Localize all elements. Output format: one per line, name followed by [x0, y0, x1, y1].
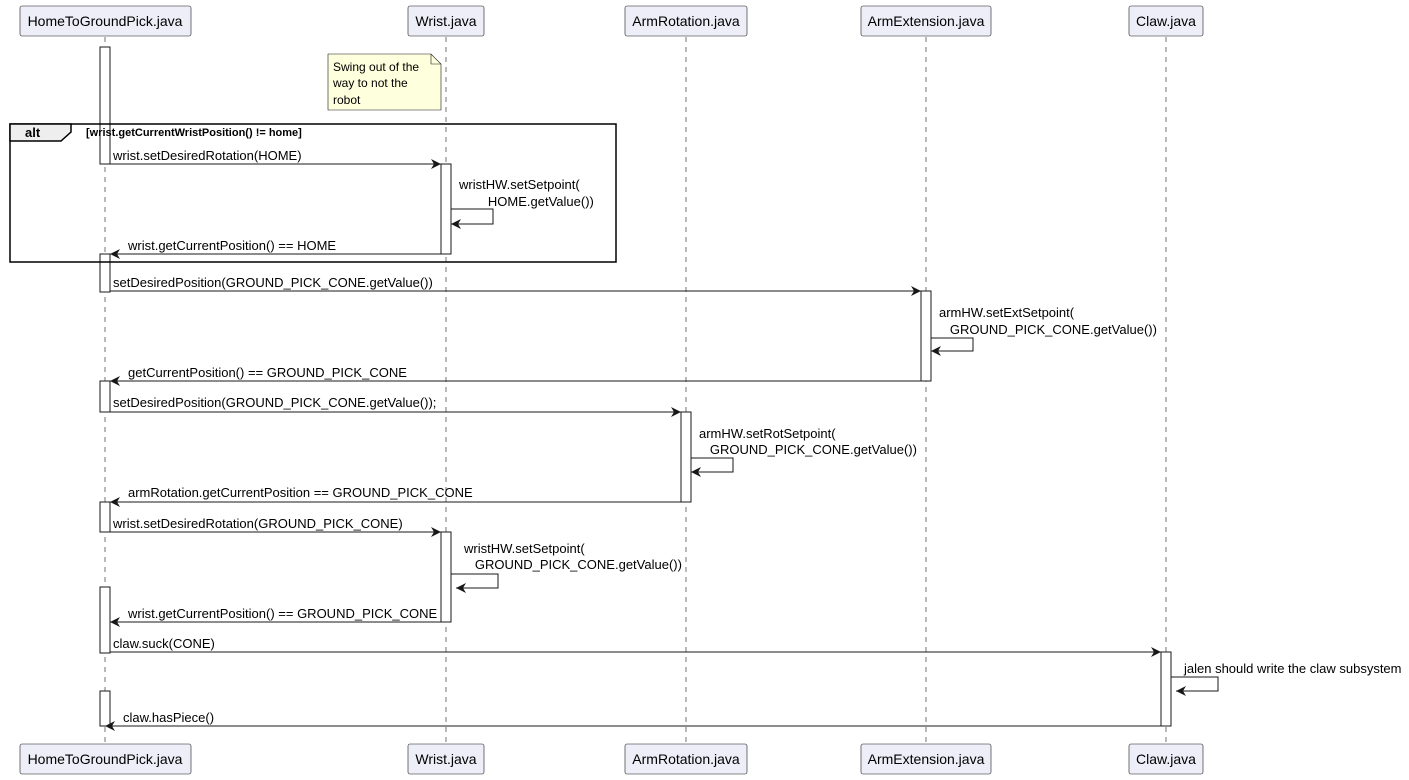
message-label: wrist.setDesiredRotation(GROUND_PICK_CON…: [112, 516, 403, 531]
message-label: getCurrentPosition() == GROUND_PICK_CONE: [128, 365, 407, 380]
message-label: wrist.getCurrentPosition() == HOME: [127, 238, 336, 253]
message-label: wrist.getCurrentPosition() == GROUND_PIC…: [127, 606, 438, 621]
message-label: setDesiredPosition(GROUND_PICK_CONE.getV…: [113, 275, 433, 290]
note-line: Swing out of the: [333, 60, 419, 74]
message-label: GROUND_PICK_CONE.getValue()): [699, 442, 917, 457]
participant-arm-extension-bottom[interactable]: ArmExtension.java: [860, 743, 992, 775]
message-label: wristHW.setSetpoint(: [458, 177, 580, 192]
activation-bar: [440, 531, 452, 623]
message-label: wristHW.setSetpoint(: [463, 541, 585, 556]
participants-bottom: HomeToGroundPick.java Wrist.java ArmRota…: [19, 743, 1204, 775]
participant-label: ArmRotation.java: [632, 13, 740, 29]
message-arrow: [931, 337, 974, 356]
participant-label: HomeToGroundPick.java: [28, 751, 183, 767]
participant-arm-rotation-bottom[interactable]: ArmRotation.java: [624, 743, 748, 775]
messages: wrist.setDesiredRotation(HOME) wristHW.s…: [105, 148, 1402, 731]
message-label: wrist.setDesiredRotation(HOME): [112, 148, 302, 163]
activation-bar: [99, 380, 111, 413]
message: wrist.getCurrentPosition() == GROUND_PIC…: [110, 606, 441, 627]
participant-label: Claw.java: [1136, 751, 1196, 767]
alt-fragment-guard: [wrist.getCurrentWristPosition() != home…: [86, 127, 302, 139]
message-label: armRotation.getCurrentPosition == GROUND…: [128, 485, 473, 500]
message-label: GROUND_PICK_CONE.getValue()): [464, 557, 682, 572]
participant-arm-extension[interactable]: ArmExtension.java: [860, 5, 992, 37]
message-label: jalen should write the claw subsystem: [1183, 661, 1402, 676]
note-line: robot: [333, 93, 361, 107]
message-label: armHW.setRotSetpoint(: [699, 426, 836, 441]
alt-fragment: alt [wrist.getCurrentWristPosition() != …: [9, 123, 617, 263]
participant-label: ArmExtension.java: [868, 13, 985, 29]
message-label: armHW.setExtSetpoint(: [939, 305, 1075, 320]
message-arrow: [451, 573, 499, 593]
message-arrow: [1171, 676, 1219, 696]
message: jalen should write the claw subsystem: [1171, 661, 1402, 696]
activation-bar: [680, 411, 692, 503]
message: wristHW.setSetpoint( GROUND_PICK_CONE.ge…: [451, 541, 682, 593]
activation-bars: [99, 46, 1172, 727]
message-label: claw.hasPiece(): [123, 710, 214, 725]
message: armHW.setRotSetpoint( GROUND_PICK_CONE.g…: [691, 426, 917, 477]
message: wrist.setDesiredRotation(HOME): [110, 148, 441, 169]
message-label: claw.suck(CONE): [113, 636, 215, 651]
message-arrow: [691, 457, 734, 477]
participant-label: ArmExtension.java: [868, 751, 985, 767]
message-arrow: [451, 208, 494, 229]
message: wristHW.setSetpoint( HOME.getValue()): [451, 177, 594, 229]
message: setDesiredPosition(GROUND_PICK_CONE.getV…: [110, 275, 921, 296]
message: claw.suck(CONE): [110, 636, 1161, 657]
participant-wrist-bottom[interactable]: Wrist.java: [407, 743, 485, 775]
message-label: setDesiredPosition(GROUND_PICK_CONE.getV…: [113, 395, 436, 410]
activation-bar: [440, 163, 452, 255]
participant-home-to-ground-pick[interactable]: HomeToGroundPick.java: [19, 5, 192, 37]
activation-bar: [920, 290, 932, 382]
message: claw.hasPiece(): [105, 710, 1161, 731]
activation-bar: [99, 586, 111, 654]
message: wrist.setDesiredRotation(GROUND_PICK_CON…: [110, 516, 441, 537]
participant-claw[interactable]: Claw.java: [1128, 5, 1204, 37]
participant-label: Wrist.java: [415, 13, 476, 29]
message: wrist.getCurrentPosition() == HOME: [110, 238, 441, 259]
participant-label: Claw.java: [1136, 13, 1196, 29]
message: armHW.setExtSetpoint( GROUND_PICK_CONE.g…: [931, 305, 1157, 356]
message: armRotation.getCurrentPosition == GROUND…: [110, 485, 681, 507]
note: Swing out of the way to not the robot: [327, 53, 442, 111]
participant-label: HomeToGroundPick.java: [28, 13, 183, 29]
activation-bar: [1160, 651, 1172, 727]
message: setDesiredPosition(GROUND_PICK_CONE.getV…: [110, 395, 681, 417]
participant-claw-bottom[interactable]: Claw.java: [1128, 743, 1204, 775]
message-label: GROUND_PICK_CONE.getValue()): [939, 322, 1157, 337]
lifelines: [104, 37, 1167, 744]
activation-bar: [99, 253, 111, 293]
activation-bar: [99, 690, 111, 727]
participant-arm-rotation[interactable]: ArmRotation.java: [624, 5, 748, 37]
participant-wrist[interactable]: Wrist.java: [407, 5, 485, 37]
alt-fragment-tag: alt: [25, 125, 41, 140]
participant-label: ArmRotation.java: [632, 751, 740, 767]
message-label: HOME.getValue()): [459, 194, 594, 209]
activation-bar: [99, 46, 111, 165]
participant-home-to-ground-pick-bottom[interactable]: HomeToGroundPick.java: [19, 743, 192, 775]
note-line: way to not the: [332, 76, 408, 90]
activation-bar: [99, 501, 111, 533]
participant-label: Wrist.java: [415, 751, 476, 767]
message: getCurrentPosition() == GROUND_PICK_CONE: [110, 365, 921, 386]
participants-top: HomeToGroundPick.java Wrist.java ArmRota…: [19, 5, 1204, 37]
